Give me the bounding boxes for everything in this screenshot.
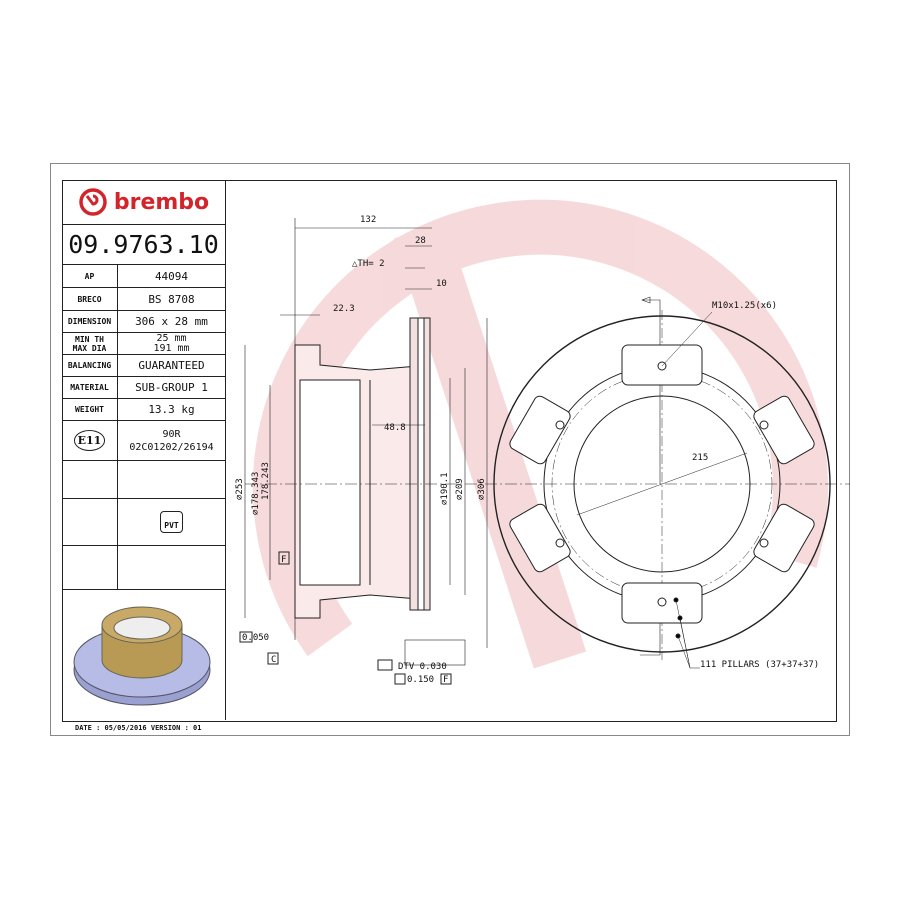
max-dia-value: 191 mm [153,342,190,354]
dtv-tolerance: DTV 0.030 [398,662,447,672]
dim-209: ⌀209 [455,478,465,500]
min-th-value: 25 mm [156,332,187,344]
dim-190: ⌀190.1 [440,472,450,505]
dim-22-3: 22.3 [333,304,355,314]
rotor-3d-render [62,590,225,720]
spec-label: DIMENSION [62,311,118,332]
e11-badge: E11 [73,430,106,451]
dim-28: 28 [415,236,426,246]
brand-name: brembo [113,189,210,215]
approval-mark: E11 [62,421,118,460]
spec-value: 306 x 28 mm [135,315,208,328]
spec-label: WEIGHT [62,399,118,420]
date-version: DATE : 05/05/2016 VERSION : 01 [75,724,202,732]
part-number: 09.9763.10 [62,225,225,265]
empty-cell [62,546,118,589]
empty-cell [62,499,118,545]
spec-row-ap: AP 44094 [62,265,225,288]
spec-label: BRECO [62,288,118,310]
flatness-tolerance: 0.050 [242,633,269,643]
spec-label: AP [62,265,118,287]
pillars-note: 111 PILLARS (37+37+37) [700,660,819,670]
pvt-mark: PVT [118,511,225,533]
dimension-labels: 132 28 △TH= 2 10 22.3 48.8 ⌀253 ⌀178.343… [235,215,819,685]
approval-code: 90R [162,428,181,440]
approval-number: 02C01202/26194 [129,441,214,453]
spec-value: GUARANTEED [138,359,205,372]
spec-row-balancing: BALANCING GUARANTEED [62,355,225,377]
max-dia-label: MAX DIA [72,343,107,353]
dim-10: 10 [436,279,447,289]
runout-datum: F [443,675,448,685]
dim-178-upper: ⌀178.343 [251,472,261,515]
empty-row [62,546,225,590]
datum-f: F [281,555,286,565]
spec-label: MATERIAL [62,377,118,398]
dim-48-8: 48.8 [384,423,406,433]
dim-132: 132 [360,215,376,225]
pvt-icon: PVT [160,511,183,533]
spec-row-dimension: DIMENSION 306 x 28 mm [62,311,225,333]
pcd-215: 215 [692,453,708,463]
brand-logo: brembo [62,180,225,225]
pvt-row: PVT [62,499,225,546]
spec-row-material: MATERIAL SUB-GROUP 1 [62,377,225,399]
spec-value: 13.3 kg [148,403,195,416]
title-block: brembo 09.9763.10 AP 44094 BRECO BS 8708 D… [62,180,226,720]
spec-value: BS 8708 [148,292,195,306]
spec-label: BALANCING [62,355,118,376]
spec-value: SUB-GROUP 1 [135,381,208,394]
runout-tolerance: 0.150 [407,675,434,685]
empty-cell [62,461,118,498]
front-view [493,310,831,669]
empty-row [62,461,225,499]
dim-306: ⌀306 [477,478,487,500]
dim-delta-th: △TH= 2 [352,259,385,269]
datum-c: C [271,655,276,665]
dim-178-lower: 178.243 [261,462,271,500]
spec-row-breco: BRECO BS 8708 [62,288,225,311]
dim-253: ⌀253 [235,478,245,500]
spec-value: 44094 [154,269,189,283]
min-th-label: MIN TH [75,334,104,344]
drawing-frame [62,180,837,722]
spec-row-weight: WEIGHT 13.3 kg [62,399,225,421]
section-view [239,218,850,685]
sheet-border [50,163,850,736]
brembo-logo-icon [79,188,107,216]
bolt-spec: M10x1.25(x6) [712,301,777,311]
rotor-image [73,606,211,706]
